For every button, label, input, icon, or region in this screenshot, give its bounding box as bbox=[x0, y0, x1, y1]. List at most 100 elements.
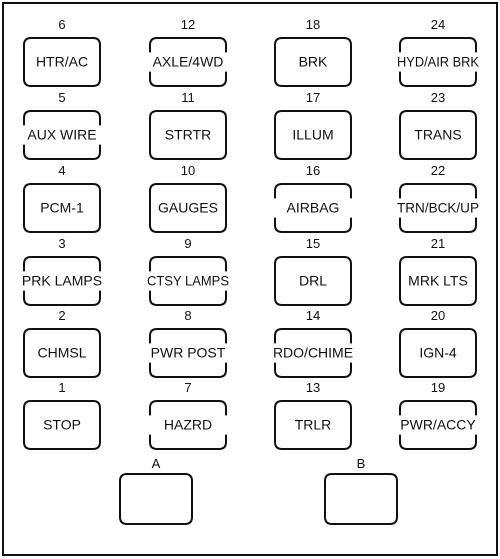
fuse-label: IGN-4 bbox=[419, 345, 457, 361]
fuse-box bbox=[23, 400, 101, 450]
fuse-box bbox=[149, 183, 227, 233]
fuse-box bbox=[23, 328, 101, 378]
fuse-label: AIRBAG bbox=[287, 200, 340, 216]
fuse-label: DRL bbox=[299, 273, 327, 289]
fuse-number: 7 bbox=[184, 380, 191, 395]
fuse-label: PRK LAMPS bbox=[22, 273, 102, 289]
fuse-label: ILLUM bbox=[292, 127, 333, 143]
fuse-number: 9 bbox=[184, 236, 191, 251]
fuse-number: 22 bbox=[431, 163, 445, 178]
fuse-box-outline-bottom bbox=[23, 290, 101, 306]
fuse-number: 16 bbox=[306, 163, 320, 178]
relay-box bbox=[324, 473, 398, 525]
fuse-number: 24 bbox=[431, 17, 445, 32]
fuse-box bbox=[274, 110, 352, 160]
fuse-box-outline-top bbox=[274, 328, 352, 344]
fuse-label: HTR/AC bbox=[36, 54, 88, 70]
relay-a: A bbox=[119, 456, 193, 525]
fuse-box bbox=[274, 256, 352, 306]
fuse-box-outline-bottom bbox=[274, 217, 352, 233]
fuse-number: 15 bbox=[306, 236, 320, 251]
fuse-label: AXLE/4WD bbox=[153, 54, 224, 70]
fuse-box bbox=[399, 110, 477, 160]
fuse-label: STRTR bbox=[165, 127, 211, 143]
fuse-number: 14 bbox=[306, 308, 320, 323]
fuse-label: PWR POST bbox=[151, 345, 226, 361]
fuse-number: 17 bbox=[306, 90, 320, 105]
fuse-box-outline-top bbox=[149, 37, 227, 53]
fuse-label: BRK bbox=[299, 54, 328, 70]
fuse-label: TRN/BCK/UP bbox=[397, 200, 479, 216]
fuse-number: 5 bbox=[58, 90, 65, 105]
fuse-number: 19 bbox=[431, 380, 445, 395]
fuse-label: PCM-1 bbox=[40, 200, 84, 216]
relay-label: B bbox=[357, 456, 366, 471]
fuse-box bbox=[23, 183, 101, 233]
fuse-box-outline-bottom bbox=[274, 362, 352, 378]
relay-box bbox=[119, 473, 193, 525]
fuse-number: 1 bbox=[58, 380, 65, 395]
fuse-box-outline-top bbox=[149, 400, 227, 416]
fuse-label: RDO/CHIME bbox=[273, 345, 353, 361]
fuse-box-outline-bottom bbox=[149, 434, 227, 450]
fuse-number: 10 bbox=[181, 163, 195, 178]
fuse-box bbox=[274, 37, 352, 87]
fuse-box bbox=[399, 256, 477, 306]
fuse-number: 8 bbox=[184, 308, 191, 323]
fuse-number: 3 bbox=[58, 236, 65, 251]
fuse-box-outline-top bbox=[149, 328, 227, 344]
fuse-label: AUX WIRE bbox=[27, 127, 96, 143]
fuse-label: TRANS bbox=[414, 127, 461, 143]
fuse-box-outline-bottom bbox=[149, 362, 227, 378]
fuse-box-outline-top bbox=[274, 183, 352, 199]
fuse-box bbox=[149, 110, 227, 160]
fuse-number: 13 bbox=[306, 380, 320, 395]
fuse-box-outline-top bbox=[399, 400, 477, 416]
fuse-box-outline-bottom bbox=[149, 71, 227, 87]
fuse-box bbox=[23, 37, 101, 87]
fuse-label: TRLR bbox=[295, 417, 332, 433]
fuse-box-outline-bottom bbox=[399, 434, 477, 450]
fuse-label: MRK LTS bbox=[408, 273, 468, 289]
fuse-label: PWR/ACCY bbox=[400, 417, 476, 433]
fuse-box-outline-top bbox=[23, 256, 101, 272]
relay-b: B bbox=[324, 456, 398, 525]
fuse-box-outline-bottom bbox=[23, 144, 101, 160]
fuse-number: 4 bbox=[58, 163, 65, 178]
fuse-box-outline-top bbox=[399, 37, 477, 53]
fuse-number: 12 bbox=[181, 17, 195, 32]
fuse-label: GAUGES bbox=[158, 200, 218, 216]
fuse-number: 18 bbox=[306, 17, 320, 32]
fuse-box-outline-top bbox=[399, 183, 477, 199]
fuse-number: 23 bbox=[431, 90, 445, 105]
fuse-number: 2 bbox=[58, 308, 65, 323]
fuse-number: 11 bbox=[181, 90, 195, 105]
fuse-number: 20 bbox=[431, 308, 445, 323]
fuse-box bbox=[399, 328, 477, 378]
fuse-box bbox=[274, 400, 352, 450]
fuse-box-outline-bottom bbox=[399, 217, 477, 233]
